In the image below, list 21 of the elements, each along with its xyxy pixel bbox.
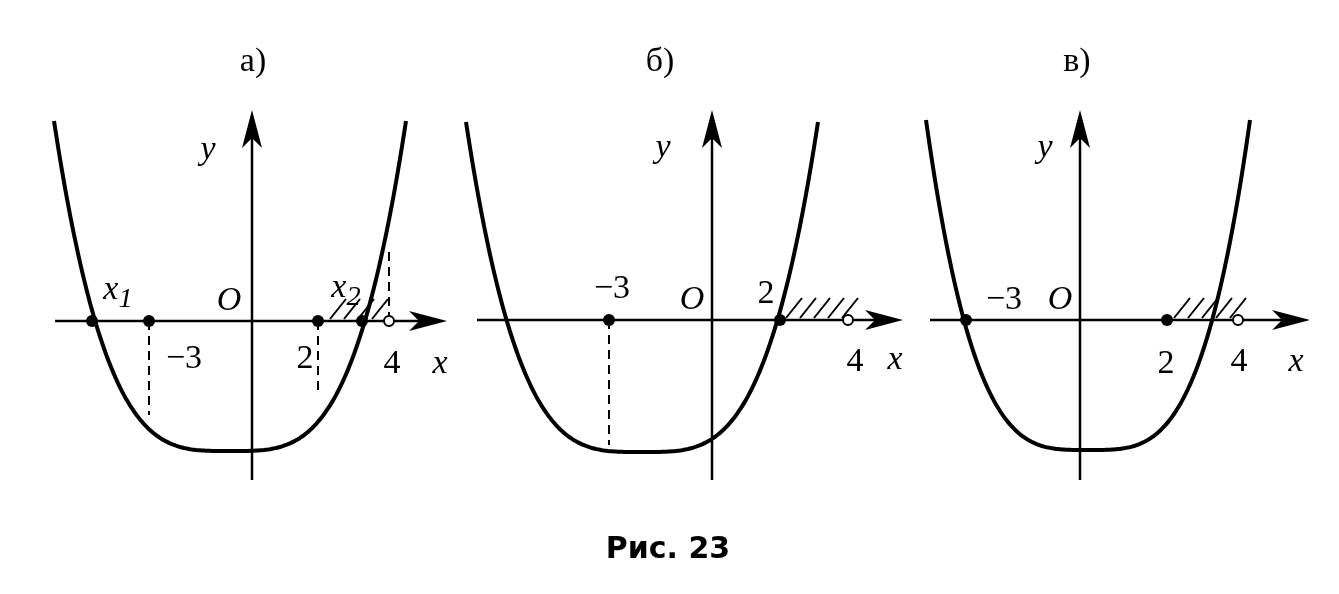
panel-label: в) [1063, 43, 1091, 77]
tick-label: −3 [985, 281, 1023, 315]
tick-label: −3 [165, 340, 203, 374]
tick-label: 2 [757, 275, 775, 309]
tick-label: 2 [296, 340, 314, 374]
tick-label: 4 [1230, 343, 1248, 377]
panel-label: а) [239, 43, 267, 77]
tick-label: 4 [383, 345, 401, 379]
figure-caption: Рис. 23 [605, 533, 731, 563]
origin-label: O [679, 281, 705, 315]
origin-label: O [1047, 281, 1073, 315]
axis-label: x [432, 345, 448, 379]
point-label: x$_{1}$ [103, 271, 133, 313]
axis-label: x [1288, 343, 1304, 377]
tick-label: 2 [1157, 345, 1175, 379]
panel-label: б) [645, 43, 675, 77]
axis-label: x [887, 341, 903, 375]
tick-label: 4 [846, 343, 864, 377]
point-label: x$_{2}$ [331, 269, 361, 311]
tick-label: −3 [593, 270, 631, 304]
origin-label: O [216, 282, 242, 316]
